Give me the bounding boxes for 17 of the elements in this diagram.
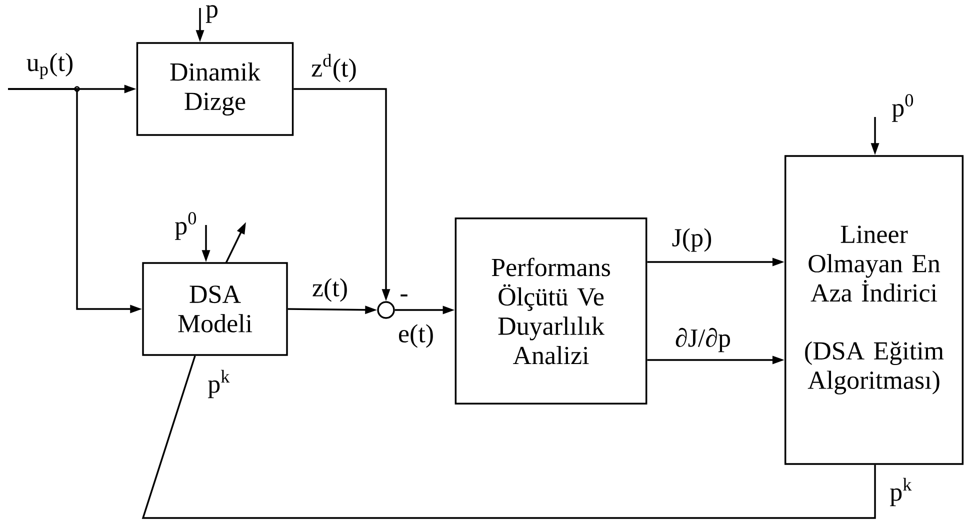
edge-label: p$^{k}$ (890, 478, 912, 506)
edge-label: p$^{0}$ (175, 212, 196, 240)
block-box: Dinamik Dizge (136, 42, 294, 136)
edge-label: z$^{d}$(t) (312, 54, 356, 82)
edge-label: ∂J/∂p (676, 328, 730, 352)
signal-label: p$^{k}$ (208, 370, 230, 398)
edge-label: e(t) (399, 324, 433, 348)
edge-label: z(t) (312, 278, 347, 302)
edge-label: p$^{0}$ (892, 94, 914, 122)
edge-label: J(p) (672, 228, 712, 252)
edge-label: p (206, 5, 218, 23)
block-box: DSA Modeli (142, 262, 288, 356)
signal-label: - (400, 294, 408, 296)
block-box: Performans Ölçütü Ve Duyarlılık Analizi (454, 217, 648, 405)
summing-junction (377, 301, 395, 319)
edge-label: u$_{p}$(t) (26, 52, 72, 80)
block-box: Lineer Olmayan En Aza İndirici (DSA Eğitim Algoritması) (784, 155, 964, 465)
